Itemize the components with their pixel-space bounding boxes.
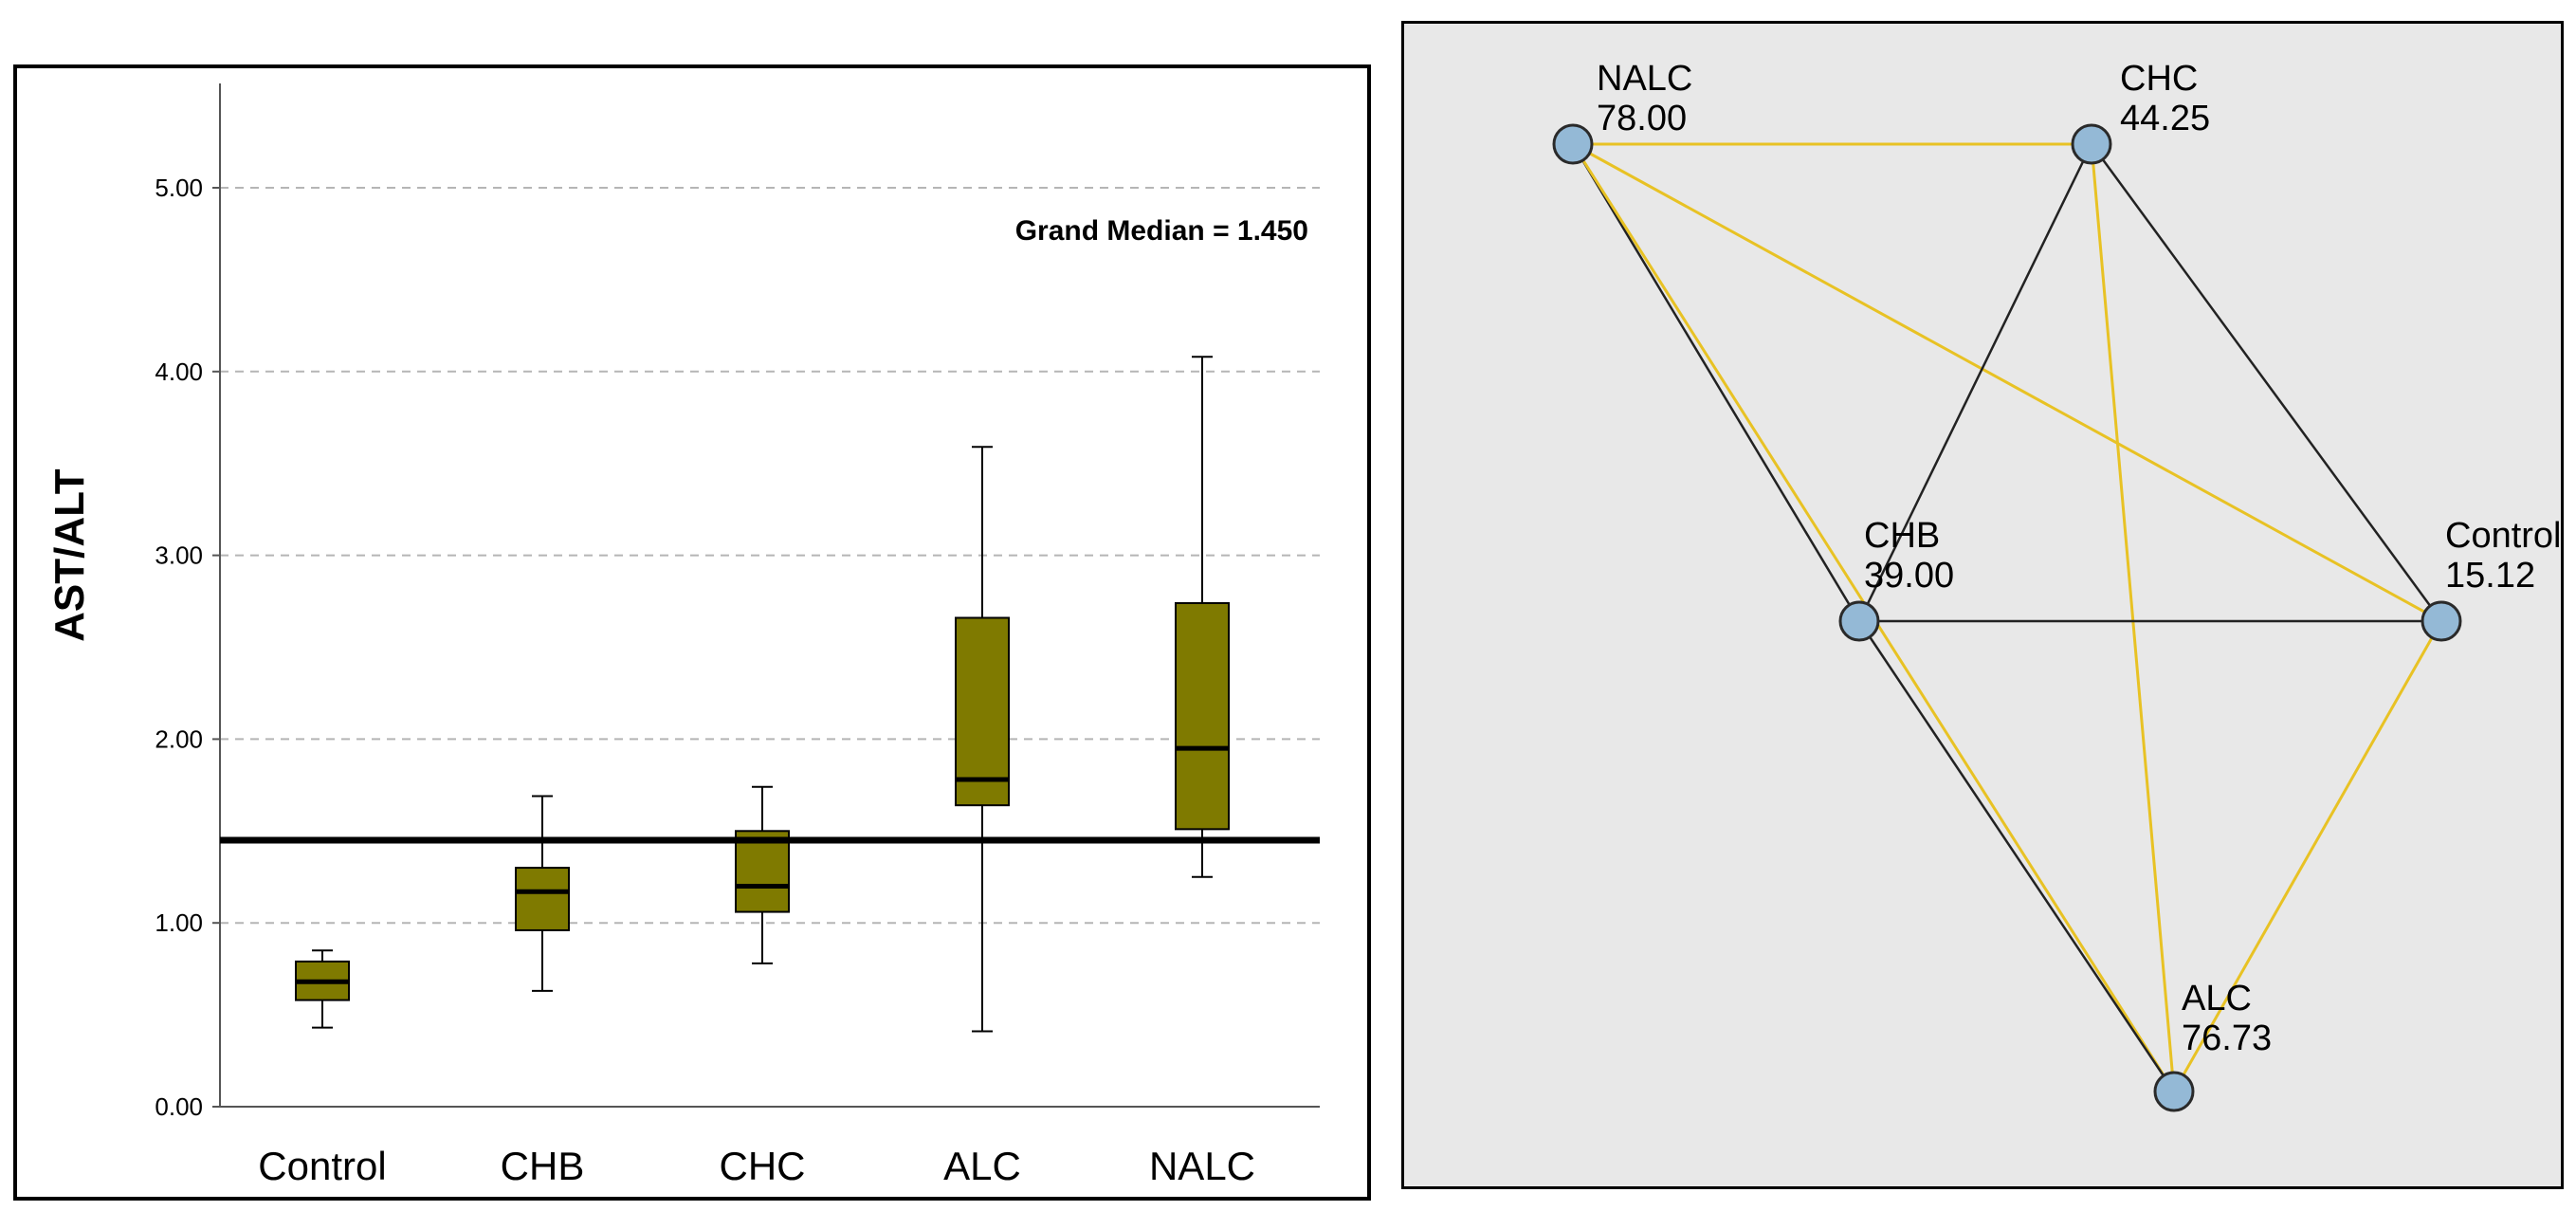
node-name-label: Control [2445,516,2562,556]
category-label: NALC [1149,1144,1255,1188]
edge-nalc-control [1572,142,2442,623]
category-label: Control [258,1144,386,1188]
x-category-labels: Control CHB CHC ALC NALC [258,1144,1255,1188]
edge-control-alc [2172,620,2443,1092]
box-nalc [1175,356,1230,878]
y-tick-label: 1.00 [155,908,203,937]
edge-chc-chb [1857,143,2093,622]
boxplot-panel: 0.00 1.00 2.00 3.00 4.00 5.00 Control CHB CHC AL… [13,64,1371,1201]
y-tick-labels: 0.00 1.00 2.00 3.00 4.00 5.00 [155,174,220,1121]
node-name-label: CHC [2120,59,2198,99]
iqr-box [955,616,1010,807]
iqr-box [515,867,570,931]
iqr-box [1175,601,1230,831]
y-tick-label: 5.00 [155,174,203,202]
node-chc [2071,123,2112,165]
y-tick-label: 4.00 [155,358,203,386]
box-chc [735,785,790,964]
category-label: CHB [501,1144,585,1188]
y-tick-label: 0.00 [155,1092,203,1121]
y-tick-label: 3.00 [155,541,203,570]
node-value-label: 39.00 [1864,556,1954,596]
iqr-box [735,830,790,913]
edge-layer [1571,142,2443,1092]
category-label: ALC [943,1144,1021,1188]
node-name-label: CHB [1864,516,1940,556]
node-value-label: 15.12 [2445,556,2535,596]
node-value-label: 76.73 [2182,1018,2272,1058]
node-name-label: NALC [1597,59,1692,99]
node-name-label: ALC [2182,979,2252,1018]
grid-layer [220,187,1320,925]
node-control [2421,600,2462,642]
box-alc [955,446,1010,1033]
node-chb [1838,600,1880,642]
grand-median-annotation: Grand Median = 1.450 [1015,215,1308,247]
box-chb [515,795,570,992]
node-value-label: 44.25 [2120,99,2210,138]
edge-chb-alc [1857,620,2176,1092]
node-layer [1552,123,2462,1112]
edge-nalc-chb [1571,143,1861,622]
node-alc [2153,1071,2195,1112]
box-control [295,949,350,1029]
edge-chc-control [2090,143,2443,622]
y-tick-label: 2.00 [155,725,203,753]
box-layer [295,356,1230,1033]
edge-chc-alc [2090,143,2176,1092]
node-nalc [1552,123,1594,165]
boxplot-chart: 0.00 1.00 2.00 3.00 4.00 5.00 Control CHB CHC AL… [46,83,1320,1188]
y-axis-title: AST/ALT [46,468,93,642]
node-value-label: 78.00 [1597,99,1687,138]
category-label: CHC [720,1144,806,1188]
